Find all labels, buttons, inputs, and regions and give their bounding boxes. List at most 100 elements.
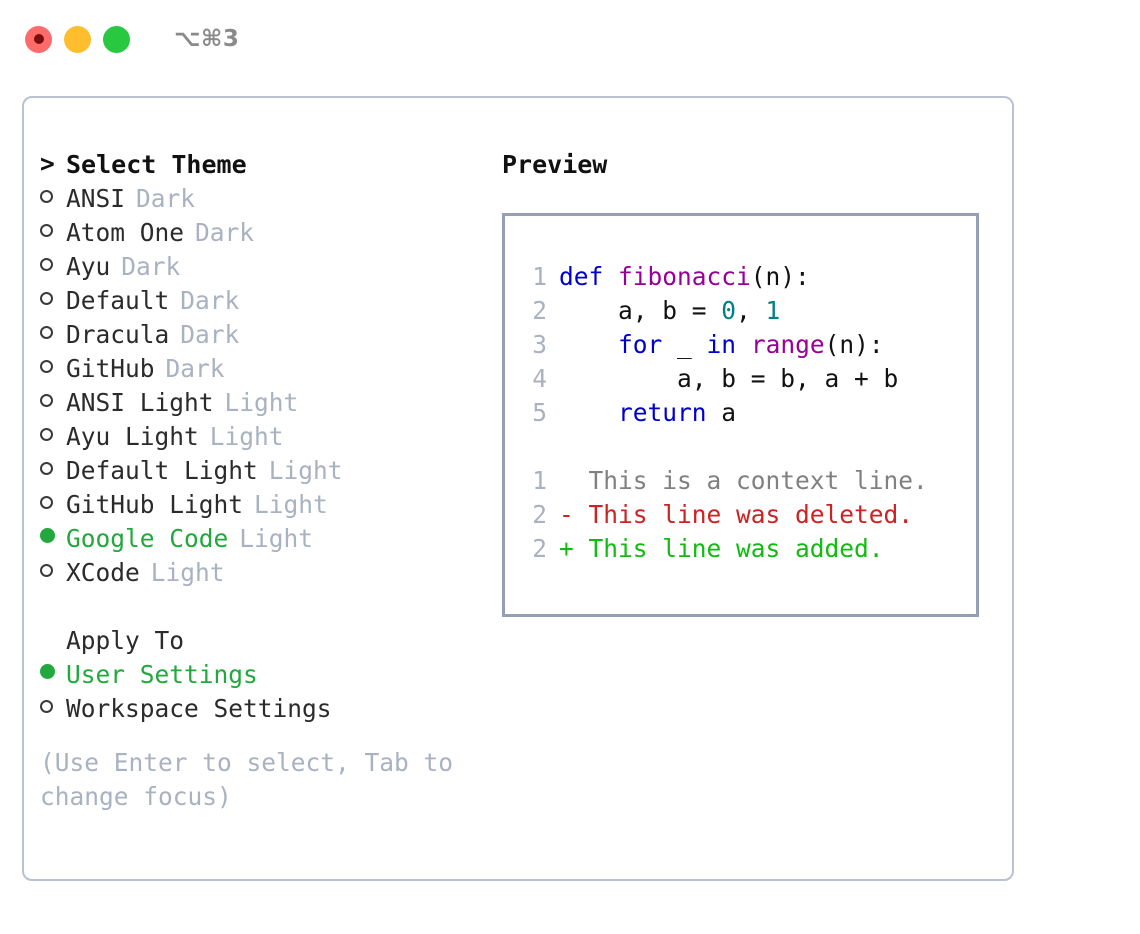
apply-to-option[interactable]: User Settings [40,660,500,694]
diff-marker-add: + [559,534,589,563]
diff-marker-context [559,466,589,495]
radio-dot-empty [40,496,53,509]
code-token-plain: a, b = [559,296,722,325]
radio-unselected-icon[interactable] [40,190,66,206]
radio-dot-filled [40,528,55,543]
maximize-window-icon[interactable] [103,25,130,53]
radio-selected-icon[interactable] [40,664,66,682]
radio-unselected-icon[interactable] [40,394,66,410]
apply-to-option-label: Workspace Settings [66,694,332,723]
code-token-plain [736,330,751,359]
code-token-num: 1 [765,296,781,325]
radio-unselected-icon[interactable] [40,224,66,240]
theme-variant-label: Light [224,388,299,417]
keyboard-shortcut-label: ⌥⌘3 [174,26,240,52]
theme-list-item[interactable]: ANSI Dark [40,184,500,218]
code-line-number: 4 [532,364,547,393]
theme-list-item[interactable]: Dracula Dark [40,320,500,354]
radio-dot-empty [40,224,53,237]
theme-list-item[interactable]: XCode Light [40,558,500,592]
code-token-kw: def [559,262,619,291]
radio-selected-icon[interactable] [40,528,66,546]
close-icon-dot [33,34,44,44]
theme-name-label: Ayu Light [66,422,199,451]
minimize-window-icon[interactable] [64,25,91,53]
code-line-text: for _ in range(n): [559,330,884,359]
code-token-kw: for [618,330,663,359]
theme-name-label: Default [66,286,170,315]
theme-name-label: Default Light [66,456,258,485]
code-line: 5 return a [515,398,976,432]
code-line: 1 def fibonacci(n): [515,262,976,296]
diff-line-number: 2 [532,534,547,563]
radio-unselected-icon[interactable] [40,428,66,444]
code-line-text: a, b = 0, 1 [559,296,780,325]
theme-name-label: ANSI [66,184,126,213]
code-token-plain: a [706,398,737,427]
radio-unselected-icon[interactable] [40,564,66,580]
apply-to-option[interactable]: Workspace Settings [40,694,500,728]
theme-name-label: GitHub [66,354,155,383]
apply-to-header: Apply To [40,626,500,660]
code-token-plain: _ [662,330,707,359]
theme-variant-label: Dark [121,252,181,281]
theme-name-label: Dracula [66,320,170,349]
radio-dot-filled [40,664,55,679]
radio-dot-empty [40,564,53,577]
code-line: 3 for _ in range(n): [515,330,976,364]
theme-name-label: Ayu [66,252,111,281]
theme-list-item[interactable]: Default Light Light [40,456,500,490]
traffic-lights [25,25,130,53]
theme-variant-label: Light [268,456,343,485]
theme-list-item[interactable]: Default Dark [40,286,500,320]
diff-line: 1 This is a context line. [515,466,976,500]
radio-unselected-icon[interactable] [40,462,66,478]
radio-unselected-icon[interactable] [40,360,66,376]
theme-list-item[interactable]: Ayu Dark [40,252,500,286]
radio-dot-empty [40,700,53,713]
code-line: 2 a, b = 0, 1 [515,296,976,330]
close-window-icon[interactable] [25,25,52,53]
diff-line-text: This line was added. [588,534,884,563]
radio-unselected-icon[interactable] [40,700,66,716]
code-token-kw: in [706,330,737,359]
code-line-text: a, b = b, a + b [559,364,898,393]
radio-dot-empty [40,462,53,475]
keyboard-hint: (Use Enter to select, Tab to change focu… [40,746,460,814]
theme-name-label: Google Code [66,524,229,553]
theme-variant-label: Dark [180,286,240,315]
radio-unselected-icon[interactable] [40,326,66,342]
code-line-number: 5 [532,398,547,427]
theme-variant-label: Dark [180,320,240,349]
code-line-number: 3 [532,330,547,359]
radio-dot-empty [40,326,53,339]
theme-name-label: XCode [66,558,140,587]
preview-title: Preview [502,150,608,179]
radio-unselected-icon[interactable] [40,292,66,308]
theme-variant-label: Dark [136,184,196,213]
code-line-text: def fibonacci(n): [559,262,810,291]
diff-line: 2 + This line was added. [515,534,976,568]
theme-variant-label: Light [150,558,225,587]
code-token-fn: range [750,330,825,359]
diff-line-number: 1 [532,466,547,495]
code-line-text: return a [559,398,736,427]
radio-dot-empty [40,258,53,271]
keyboard-hint-line-2: change focus) [40,782,232,811]
diff-marker-del: - [559,500,589,529]
radio-unselected-icon[interactable] [40,496,66,512]
code-line-number: 1 [532,262,547,291]
radio-unselected-icon[interactable] [40,258,66,274]
